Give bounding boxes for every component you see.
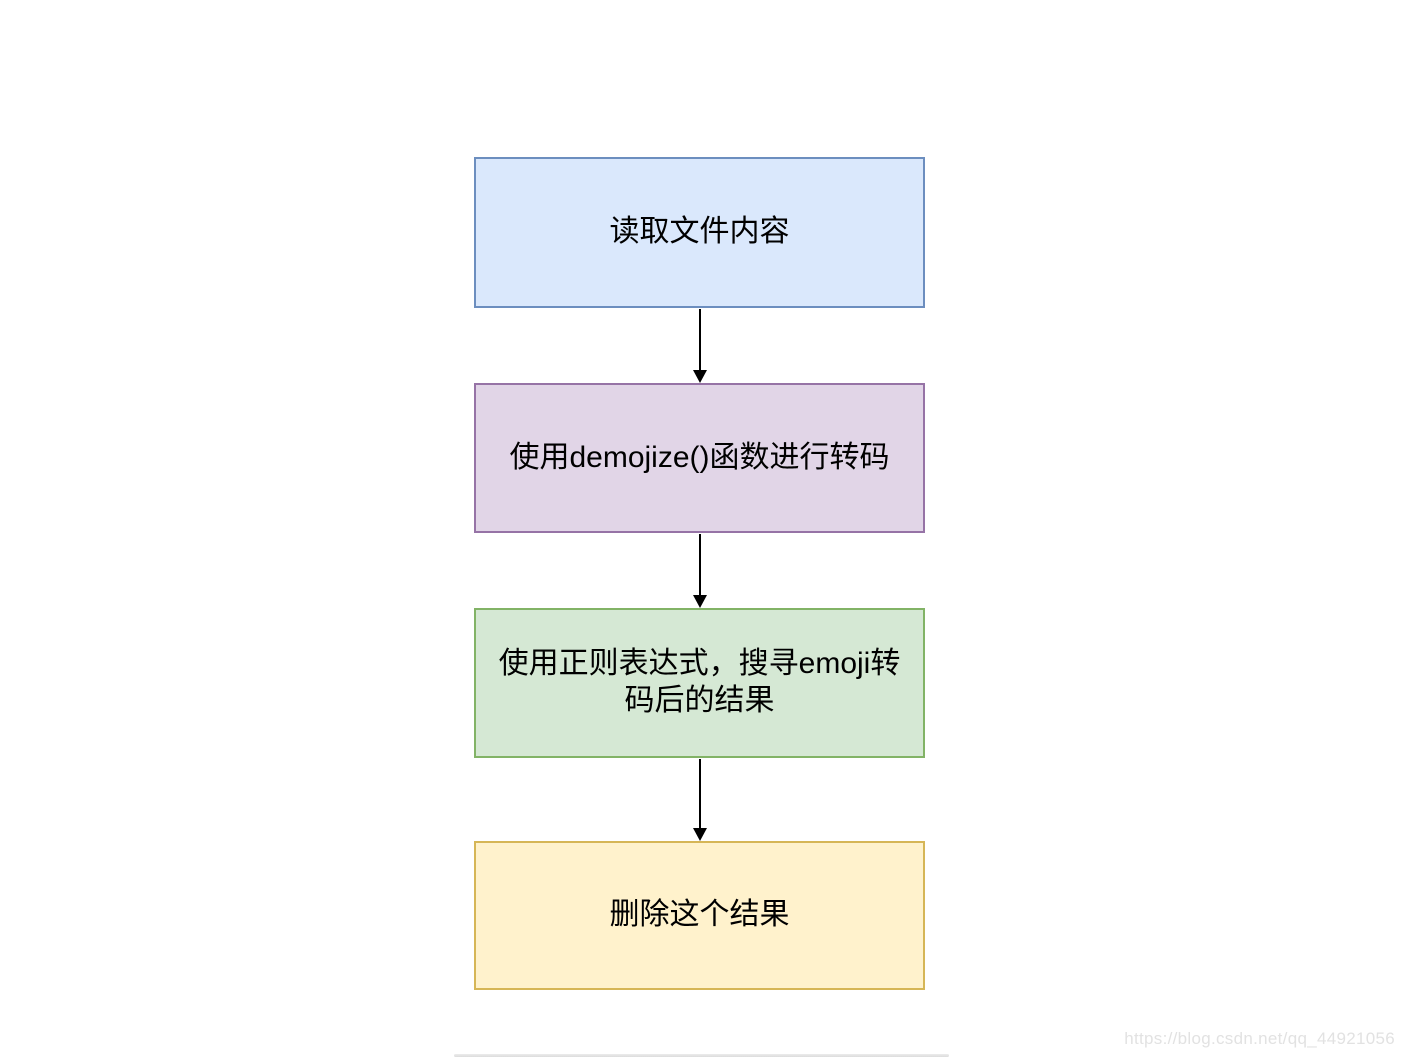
csdn-watermark: https://blog.csdn.net/qq_44921056 xyxy=(1124,1029,1395,1048)
flow-connector-arrow xyxy=(690,534,710,608)
node-label: 读取文件内容 xyxy=(609,215,790,249)
arrow-shaft xyxy=(699,309,701,372)
arrowhead-down-icon xyxy=(693,828,707,841)
arrow-shaft xyxy=(699,534,701,597)
node-label: 使用正则表达式，搜寻emoji转码后的结果 xyxy=(498,647,901,717)
arrowhead-down-icon xyxy=(693,370,707,383)
node-label: 删除这个结果 xyxy=(609,898,790,932)
node-label: 使用demojize()函数进行转码 xyxy=(509,440,890,474)
flow-node-read-file-content: 读取文件内容 xyxy=(474,157,925,308)
flow-node-demojize-convert: 使用demojize()函数进行转码 xyxy=(474,383,925,533)
arrow-shaft xyxy=(699,759,701,830)
flow-connector-arrow xyxy=(690,759,710,841)
flow-connector-arrow xyxy=(690,309,710,383)
flow-node-regex-search-result: 使用正则表达式，搜寻emoji转码后的结果 xyxy=(474,608,925,758)
arrowhead-down-icon xyxy=(693,595,707,608)
bottom-divider xyxy=(454,1054,949,1057)
flow-node-delete-result: 删除这个结果 xyxy=(474,841,925,990)
